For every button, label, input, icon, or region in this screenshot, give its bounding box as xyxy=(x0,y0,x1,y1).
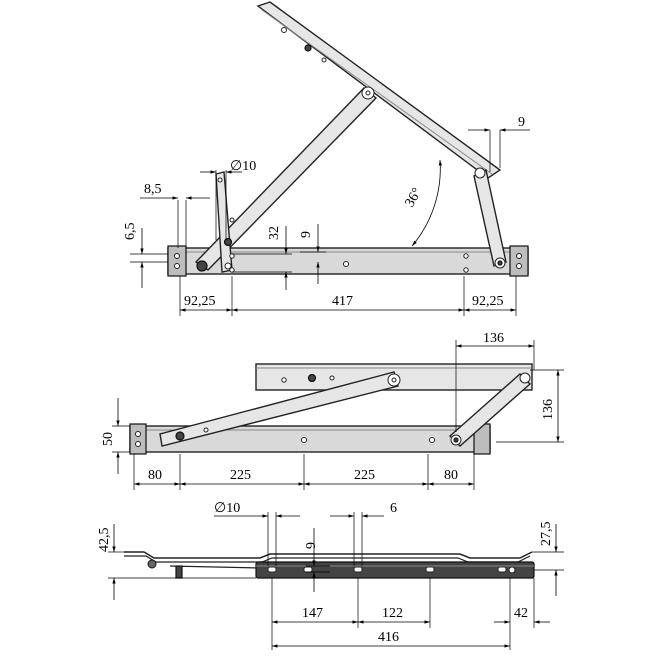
dim-9-right: 9 xyxy=(518,115,525,130)
closed-base-rail xyxy=(255,561,535,579)
middle-view-half-open: 136 136 50 80 225 225 80 xyxy=(101,331,564,490)
dim-6-5: 6,5 xyxy=(123,223,138,241)
top-view-open: 8,5 6,5 ∅10 32 9 9 36° 92,25 xyxy=(123,1,530,316)
dim-416: 416 xyxy=(378,630,399,645)
dim-136-side: 136 xyxy=(541,399,556,420)
dim-50: 50 xyxy=(101,432,116,446)
dim-80-right: 80 xyxy=(444,468,458,483)
dim-42-5: 42,5 xyxy=(97,528,112,553)
dim-92-25-right: 92,25 xyxy=(472,294,504,309)
left-bracket xyxy=(167,245,187,277)
right-bracket xyxy=(509,245,529,277)
dim-147: 147 xyxy=(302,606,323,621)
dim-diameter-10-bottom: ∅10 xyxy=(214,501,240,516)
dim-27-5: 27,5 xyxy=(539,522,554,547)
lid-arm xyxy=(256,1,502,179)
dim-92-25-left: 92,25 xyxy=(184,294,216,309)
dim-225-a: 225 xyxy=(230,468,251,483)
dim-6-top: 6 xyxy=(390,501,397,516)
dim-225-b: 225 xyxy=(354,468,375,483)
dim-417: 417 xyxy=(332,294,353,309)
dim-42: 42 xyxy=(514,606,528,621)
dim-36-deg: 36° xyxy=(402,186,425,210)
closed-lid-profile xyxy=(124,551,533,559)
dim-6-vert: 6 xyxy=(302,542,317,549)
dim-136-top: 136 xyxy=(483,331,504,346)
dim-122: 122 xyxy=(382,606,403,621)
dim-8-5: 8,5 xyxy=(144,182,162,197)
bottom-view-closed: 42,5 ∅10 6 6 27,5 147 122 42 xyxy=(97,501,564,650)
dim-diameter-10-top: ∅10 xyxy=(230,159,256,174)
dim-32: 32 xyxy=(267,226,282,240)
middle-long-link xyxy=(159,371,399,447)
dim-9-left: 9 xyxy=(299,231,314,238)
dim-80-left: 80 xyxy=(148,468,162,483)
